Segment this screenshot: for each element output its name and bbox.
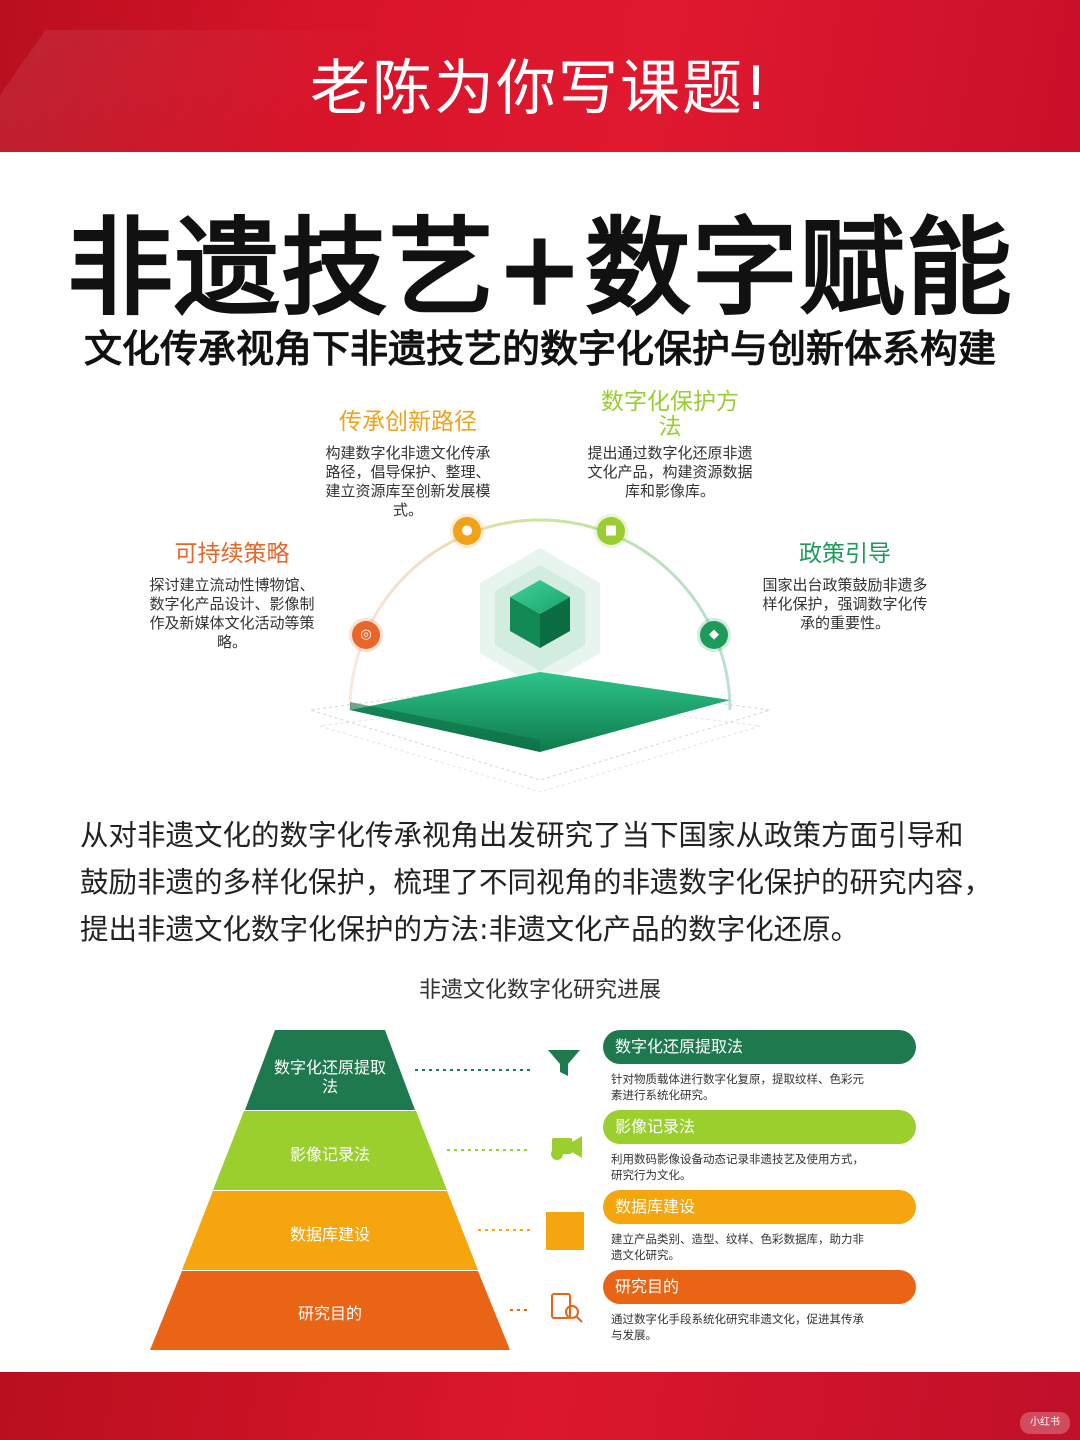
cube-right <box>540 597 570 648</box>
target-icon: ◎ <box>352 621 380 649</box>
pill-desc-database: 建立产品类别、造型、纹样、色彩数据库，助力非遗文化研究。 <box>611 1232 864 1262</box>
node-title-sustain: 可持续策略 <box>174 541 290 567</box>
lightbulb-icon: ● <box>453 517 481 545</box>
platform-main <box>350 672 730 752</box>
paragraph-line: 鼓励非遗的多样化保护，梳理了不同视角的非遗数字化保护的研究内容， <box>80 866 993 899</box>
paragraph-line: 提出非遗文化数字化保护的方法:非遗文化产品的数字化还原。 <box>80 913 860 946</box>
pyramid-diagram: 数字化还原提取法 影像记录法 数据库建设 研究目的 数字化还原提取法 针对物质载… <box>0 1020 1080 1360</box>
pyramid-graphic <box>150 1030 584 1350</box>
node-desc-sustain: 探讨建立流动性博物馆、数字化产品设计、影像制作及新媒体文化活动等策略。 <box>149 576 315 651</box>
pill-desc-video-record: 利用数码影像设备动态记录非遗技艺及使用方式，研究行为文化。 <box>611 1152 864 1182</box>
node-desc-inherit: 构建数字化非遗文化传承路径，倡导保护、整理、建立资源库至创新发展模式。 <box>325 444 491 519</box>
top-banner: 老陈为你写课题! <box>0 0 1080 152</box>
bottom-banner <box>0 1372 1080 1440</box>
pyramid-layer-label-1: 数字化还原提取法 <box>273 1058 386 1096</box>
pyramid-layer-4 <box>150 1271 510 1350</box>
semicircle-diagram: ● ■ ◎ ◆ 传承创新路径 构建数字化非遗文化传承路径，倡导保护、整理、建立资… <box>0 380 1080 800</box>
pyramid-layer-label-2: 影像记录法 <box>289 1145 370 1164</box>
banner-text: 老陈为你写课题! <box>309 54 771 124</box>
pill-video-record: 影像记录法 <box>603 1110 916 1144</box>
node-desc-protect: 提出通过数字化还原非遗文化产品，构建资源数据库和影像库。 <box>587 444 753 500</box>
pyramid-layer-label-3: 数据库建设 <box>289 1225 370 1244</box>
pill-database: 数据库建设 <box>603 1190 916 1224</box>
main-title: 非遗技艺+数字赋能 <box>67 205 1013 330</box>
pyramid-layer-3 <box>182 1191 478 1270</box>
watermark-logo: 小红书 <box>1020 1412 1070 1434</box>
pill-digital-restore: 数字化还原提取法 <box>603 1030 916 1064</box>
pill-research-goal: 研究目的 <box>603 1270 916 1304</box>
platform-edge <box>350 702 540 752</box>
shield-icon: ◆ <box>700 621 728 649</box>
node-title-policy: 政策引导 <box>799 541 891 567</box>
pyramid-title: 非遗文化数字化研究进展 <box>418 978 661 1003</box>
node-desc-policy: 国家出台政策鼓励非遗多样化保护，强调数字化传承的重要性。 <box>762 576 928 632</box>
pyramid-layer-2 <box>213 1111 447 1190</box>
database-square-icon <box>546 1212 584 1250</box>
sub-title: 文化传承视角下非遗技艺的数字化保护与创新体系构建 <box>83 326 996 371</box>
pill-desc-digital-restore: 针对物质载体进行数字化复原，提取纹样、色彩元素进行系统化研究。 <box>611 1072 864 1102</box>
pyramid-layer-1 <box>245 1030 415 1110</box>
body-paragraph: 从对非遗文化的数字化传承视角出发研究了当下国家从政策方面引导和 鼓励非遗的多样化… <box>80 812 1020 953</box>
monitor-icon: ■ <box>597 517 625 545</box>
pill-desc-research-goal: 通过数字化手段系统化研究非遗文化，促进其传承与发展。 <box>611 1312 864 1342</box>
node-title-inherit: 传承创新路径 <box>339 409 477 435</box>
paragraph-line: 从对非遗文化的数字化传承视角出发研究了当下国家从政策方面引导和 <box>80 819 964 852</box>
platform-outline-2 <box>319 697 761 793</box>
diagram-graphic <box>309 518 771 793</box>
pyramid-layer-label-4: 研究目的 <box>297 1304 362 1323</box>
node-title-protect: 数字化保护方法 <box>601 389 739 440</box>
cube-left <box>510 597 540 648</box>
funnel-icon <box>548 1050 580 1076</box>
